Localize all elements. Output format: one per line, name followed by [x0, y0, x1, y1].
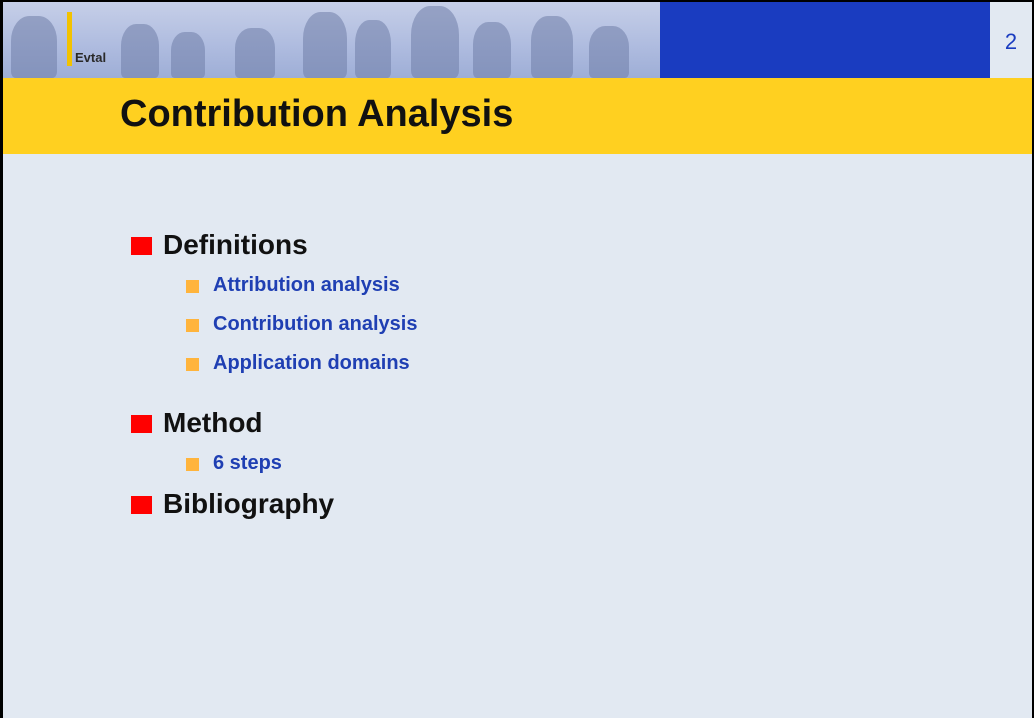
slide-number: 2 [990, 2, 1032, 78]
banner-photo-image [3, 2, 660, 78]
orange-square-bullet-icon [186, 280, 199, 293]
banner-blue-block [660, 2, 990, 78]
sub-bullet-attribution-analysis: Attribution analysis [131, 266, 417, 305]
orange-square-bullet-icon [186, 458, 199, 471]
sub-bullet-contribution-analysis: Contribution analysis [131, 305, 417, 344]
sub-bullet-label: Application domains [213, 352, 410, 374]
orange-square-bullet-icon [186, 319, 199, 332]
bullet-label: Method [163, 407, 263, 438]
page-title: Contribution Analysis [120, 93, 514, 135]
sub-bullet-application-domains: Application domains [131, 344, 417, 383]
title-bar: Contribution Analysis [3, 78, 1032, 154]
logo: Evtal [75, 50, 107, 65]
sub-bullet-6-steps: 6 steps [131, 444, 417, 483]
bullet-method: Method [131, 402, 417, 444]
sub-bullet-label: Contribution analysis [213, 313, 418, 335]
bullet-list: Definitions Attribution analysis Contrib… [131, 224, 417, 525]
red-square-bullet-icon [131, 237, 152, 255]
orange-square-bullet-icon [186, 358, 199, 371]
sub-bullet-label: Attribution analysis [213, 274, 400, 296]
bullet-label: Definitions [163, 229, 308, 260]
bullet-bibliography: Bibliography [131, 483, 417, 525]
red-square-bullet-icon [131, 415, 152, 433]
bullet-definitions: Definitions [131, 224, 417, 266]
bullet-label: Bibliography [163, 488, 335, 519]
sub-bullet-label: 6 steps [213, 452, 282, 474]
logo-accent-bar [67, 12, 72, 66]
red-square-bullet-icon [131, 496, 152, 514]
